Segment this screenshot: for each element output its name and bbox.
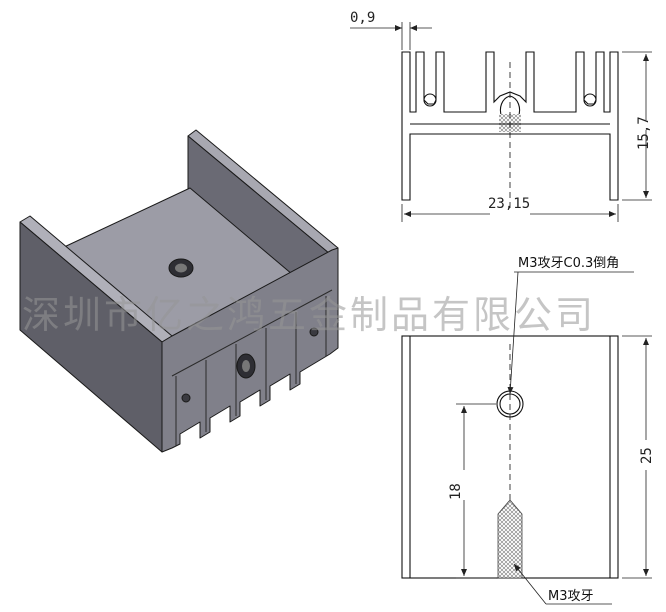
isometric-view — [19, 129, 339, 453]
front-view — [401, 51, 619, 212]
front-view-outline — [401, 51, 619, 201]
fin-groove-right — [309, 327, 319, 337]
leader-tap — [513, 563, 612, 605]
dim-hole-offset — [456, 403, 496, 579]
end-fins — [171, 289, 333, 446]
dim-fin-thickness — [350, 22, 432, 50]
groove-left — [423, 93, 437, 107]
fin-groove-left — [181, 393, 191, 403]
groove-right — [583, 93, 597, 107]
dim-hole-offset-label: 18 — [448, 483, 464, 500]
dim-length-label: 25 — [639, 447, 655, 464]
thread-bore — [497, 499, 523, 579]
dim-length — [622, 335, 652, 579]
dim-fin-thickness-label: 0,9 — [350, 10, 375, 26]
side-view — [401, 335, 619, 579]
dim-width-label: 23,15 — [488, 196, 530, 212]
top-hole-inner — [175, 263, 187, 273]
end-hole-inner — [242, 360, 250, 372]
annotation-tap-chamfer: M3攻牙C0.3倒角 — [518, 256, 619, 271]
annotation-tap: M3攻牙 — [548, 589, 594, 604]
dim-height-label: 15,7 — [636, 116, 652, 150]
dim-height — [622, 51, 652, 201]
leader-tap-chamfer — [507, 271, 634, 395]
dim-width — [401, 204, 619, 222]
